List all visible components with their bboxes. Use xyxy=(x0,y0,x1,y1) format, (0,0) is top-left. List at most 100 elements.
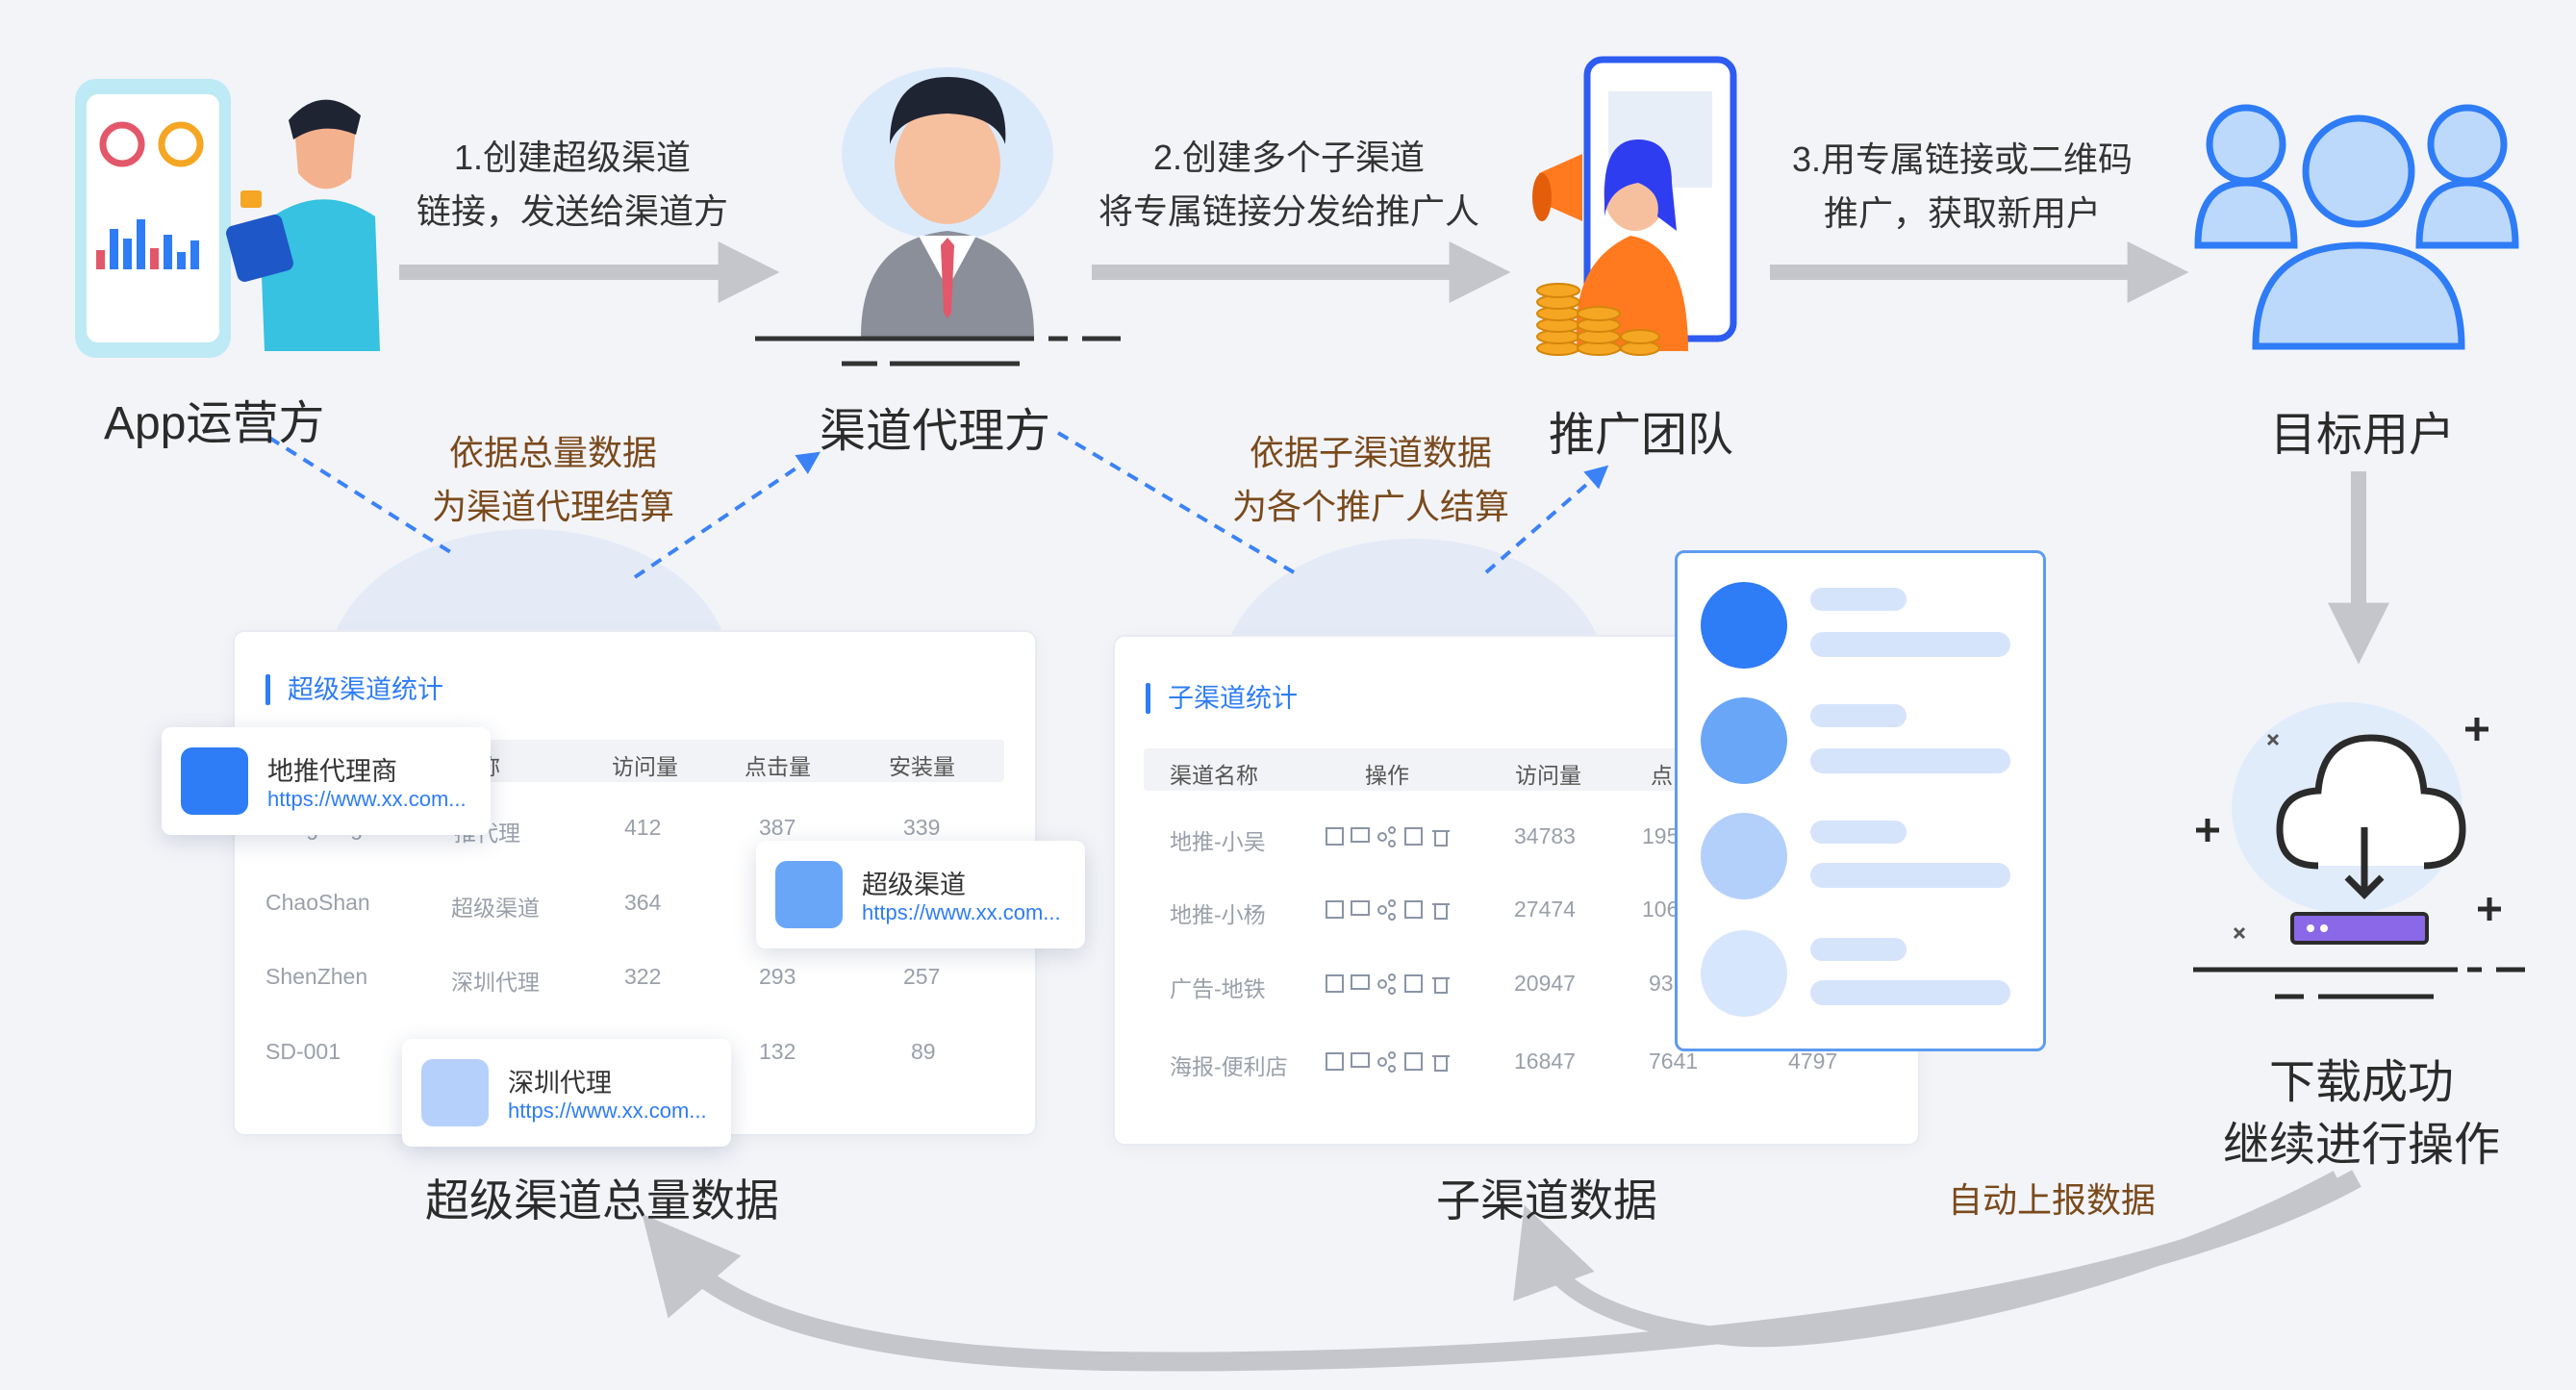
sub-r3-c2: 93 xyxy=(1649,971,1674,996)
actor-channel-agent: 渠道代理方 xyxy=(820,406,1051,457)
super-r3-code: ShenZhen xyxy=(265,964,368,989)
flow-step1-line1: 1.创建超级渠道 xyxy=(453,138,692,177)
sub-r1-visits: 34783 xyxy=(1514,823,1576,848)
flow-step1-text: 1.创建超级渠道 链接，发送给渠道方 xyxy=(385,131,760,239)
super-r3-installs: 257 xyxy=(903,964,941,989)
user-avatar-icon xyxy=(1701,697,1787,784)
popup-ditui-agent[interactable]: 地推代理商 https://www.xx.com... xyxy=(162,727,491,835)
sub-r4-name: 海报-便利店 xyxy=(1170,1054,1288,1079)
flow-step3-line1: 3.用专属链接或二维码 xyxy=(1791,139,2134,179)
placeholder-bar xyxy=(1810,588,1907,611)
actor-target-users: 目标用户 xyxy=(2270,410,2456,461)
placeholder-bar xyxy=(1810,821,1907,844)
settle-dash-left-down xyxy=(267,436,454,555)
super-r1-clicks: 387 xyxy=(759,815,796,840)
user-list-panel xyxy=(1675,550,2046,1051)
popup-ditui-url[interactable]: https://www.xx.com... xyxy=(267,787,467,811)
super-card-title: 超级渠道统计 xyxy=(265,669,443,706)
popup-ditui-name: 地推代理商 xyxy=(267,757,397,786)
user-avatar-icon xyxy=(1701,582,1787,669)
row-actions-icons[interactable] xyxy=(1325,973,1459,996)
super-r4-installs: 89 xyxy=(911,1039,936,1064)
flow-step2-line2: 将专属链接分发给推广人 xyxy=(1098,191,1479,231)
super-th-installs: 安装量 xyxy=(889,754,955,779)
popup-super-channel[interactable]: 超级渠道 https://www.xx.com... xyxy=(756,841,1085,948)
popup-shenzhen-name: 深圳代理 xyxy=(508,1069,612,1098)
sub-r4-c2: 7641 xyxy=(1649,1049,1699,1074)
app-badge-icon xyxy=(421,1059,489,1126)
settle-agent-line2: 为渠道代理结算 xyxy=(431,487,674,526)
sub-r3-visits: 20947 xyxy=(1514,971,1576,996)
placeholder-bar xyxy=(1810,863,2010,888)
placeholder-bar xyxy=(1810,704,1907,727)
return-arrow-to-sub xyxy=(1513,1171,2342,1348)
target-users-illustration xyxy=(2194,104,2519,350)
super-card-caption: 超级渠道总量数据 xyxy=(425,1175,779,1226)
flow-step2-text: 2.创建多个子渠道 将专属链接分发给推广人 xyxy=(1077,131,1501,239)
super-channel-card: 超级渠道统计 名称 访问量 点击量 安装量 Hengrang 推代理 412 3… xyxy=(233,630,1037,1136)
sub-r2-visits: 27474 xyxy=(1514,897,1576,922)
app-badge-icon xyxy=(775,861,843,928)
row-actions-icons[interactable] xyxy=(1325,1050,1459,1074)
flow-step3-line2: 推广，获取新用户 xyxy=(1823,193,2101,233)
settle-agent-line1: 依据总量数据 xyxy=(448,433,657,472)
sub-r1-c2: 195 xyxy=(1642,823,1679,848)
popup-super-name: 超级渠道 xyxy=(862,871,966,899)
sub-r2-name: 地推-小杨 xyxy=(1170,902,1266,927)
settle-dash-mid-up xyxy=(1484,465,1609,574)
sub-th-name: 渠道名称 xyxy=(1170,763,1258,788)
sub-r2-c2: 106 xyxy=(1642,897,1679,922)
flow-step1-line2: 链接，发送给渠道方 xyxy=(416,191,728,231)
user-avatar-icon xyxy=(1701,813,1787,899)
actor-app-operator: App运营方 xyxy=(104,398,325,449)
channel-agent-illustration xyxy=(755,77,1121,366)
settle-sub-line2: 为各个推广人结算 xyxy=(1231,487,1509,526)
auto-report-text: 自动上报数据 xyxy=(1948,1180,2157,1220)
flow-step2-line1: 2.创建多个子渠道 xyxy=(1152,138,1426,177)
super-r1-installs: 339 xyxy=(903,815,941,840)
super-r1-visits: 412 xyxy=(624,815,662,840)
flow-step3-text: 3.用专属链接或二维码 推广，获取新用户 xyxy=(1760,133,2164,240)
super-th-visits: 访问量 xyxy=(612,754,678,779)
super-r2-code: ChaoShan xyxy=(265,890,370,915)
sub-th-ops: 操作 xyxy=(1365,763,1409,788)
promo-team-illustration xyxy=(1532,56,1737,356)
user-avatar-icon xyxy=(1701,930,1787,1017)
settle-dash-left-up xyxy=(633,451,821,579)
app-badge-icon xyxy=(181,747,248,815)
super-r4-clicks: 132 xyxy=(759,1039,796,1064)
popup-super-url[interactable]: https://www.xx.com... xyxy=(862,900,1061,924)
row-actions-icons[interactable] xyxy=(1325,825,1459,848)
settle-sub-line1: 依据子渠道数据 xyxy=(1249,433,1492,472)
super-r2-visits: 364 xyxy=(624,890,662,915)
super-r3-name: 深圳代理 xyxy=(451,970,540,995)
super-th-clicks: 点击量 xyxy=(745,754,811,779)
popup-shenzhen-url[interactable]: https://www.xx.com... xyxy=(508,1099,707,1123)
super-r3-clicks: 293 xyxy=(759,964,796,989)
settle-agent-text: 依据总量数据 为渠道代理结算 xyxy=(399,426,707,534)
sub-th-visits: 访问量 xyxy=(1515,763,1581,788)
actor-promo-team: 推广团队 xyxy=(1549,410,1734,461)
super-r4-code: SD-001 xyxy=(265,1039,341,1064)
actor-download-line2: 继续进行操作 xyxy=(2222,1120,2500,1171)
sub-card-title: 子渠道统计 xyxy=(1146,677,1298,715)
settle-dash-mid-down xyxy=(1056,431,1296,574)
sub-r4-c3: 4797 xyxy=(1788,1049,1838,1074)
sub-r1-name: 地推-小吴 xyxy=(1170,829,1266,854)
placeholder-bar xyxy=(1810,980,2010,1005)
super-r3-visits: 322 xyxy=(624,964,662,989)
actor-download-line1: 下载成功 xyxy=(2268,1057,2454,1108)
popup-shenzhen-agent[interactable]: 深圳代理 https://www.xx.com... xyxy=(402,1039,731,1147)
sub-r3-name: 广告-地铁 xyxy=(1170,976,1266,1001)
placeholder-bar xyxy=(1810,632,2010,657)
placeholder-bar xyxy=(1810,748,2010,773)
placeholder-bar xyxy=(1810,938,1907,961)
super-r2-name: 超级渠道 xyxy=(451,896,540,921)
sub-th-clicks: 点 xyxy=(1651,763,1673,788)
sub-r4-visits: 16847 xyxy=(1514,1049,1576,1074)
settle-sub-text: 依据子渠道数据 为各个推广人结算 xyxy=(1207,426,1534,534)
app-operator-illustration xyxy=(75,79,380,358)
download-cloud-illustration xyxy=(2193,718,2525,999)
row-actions-icons[interactable] xyxy=(1325,898,1459,922)
